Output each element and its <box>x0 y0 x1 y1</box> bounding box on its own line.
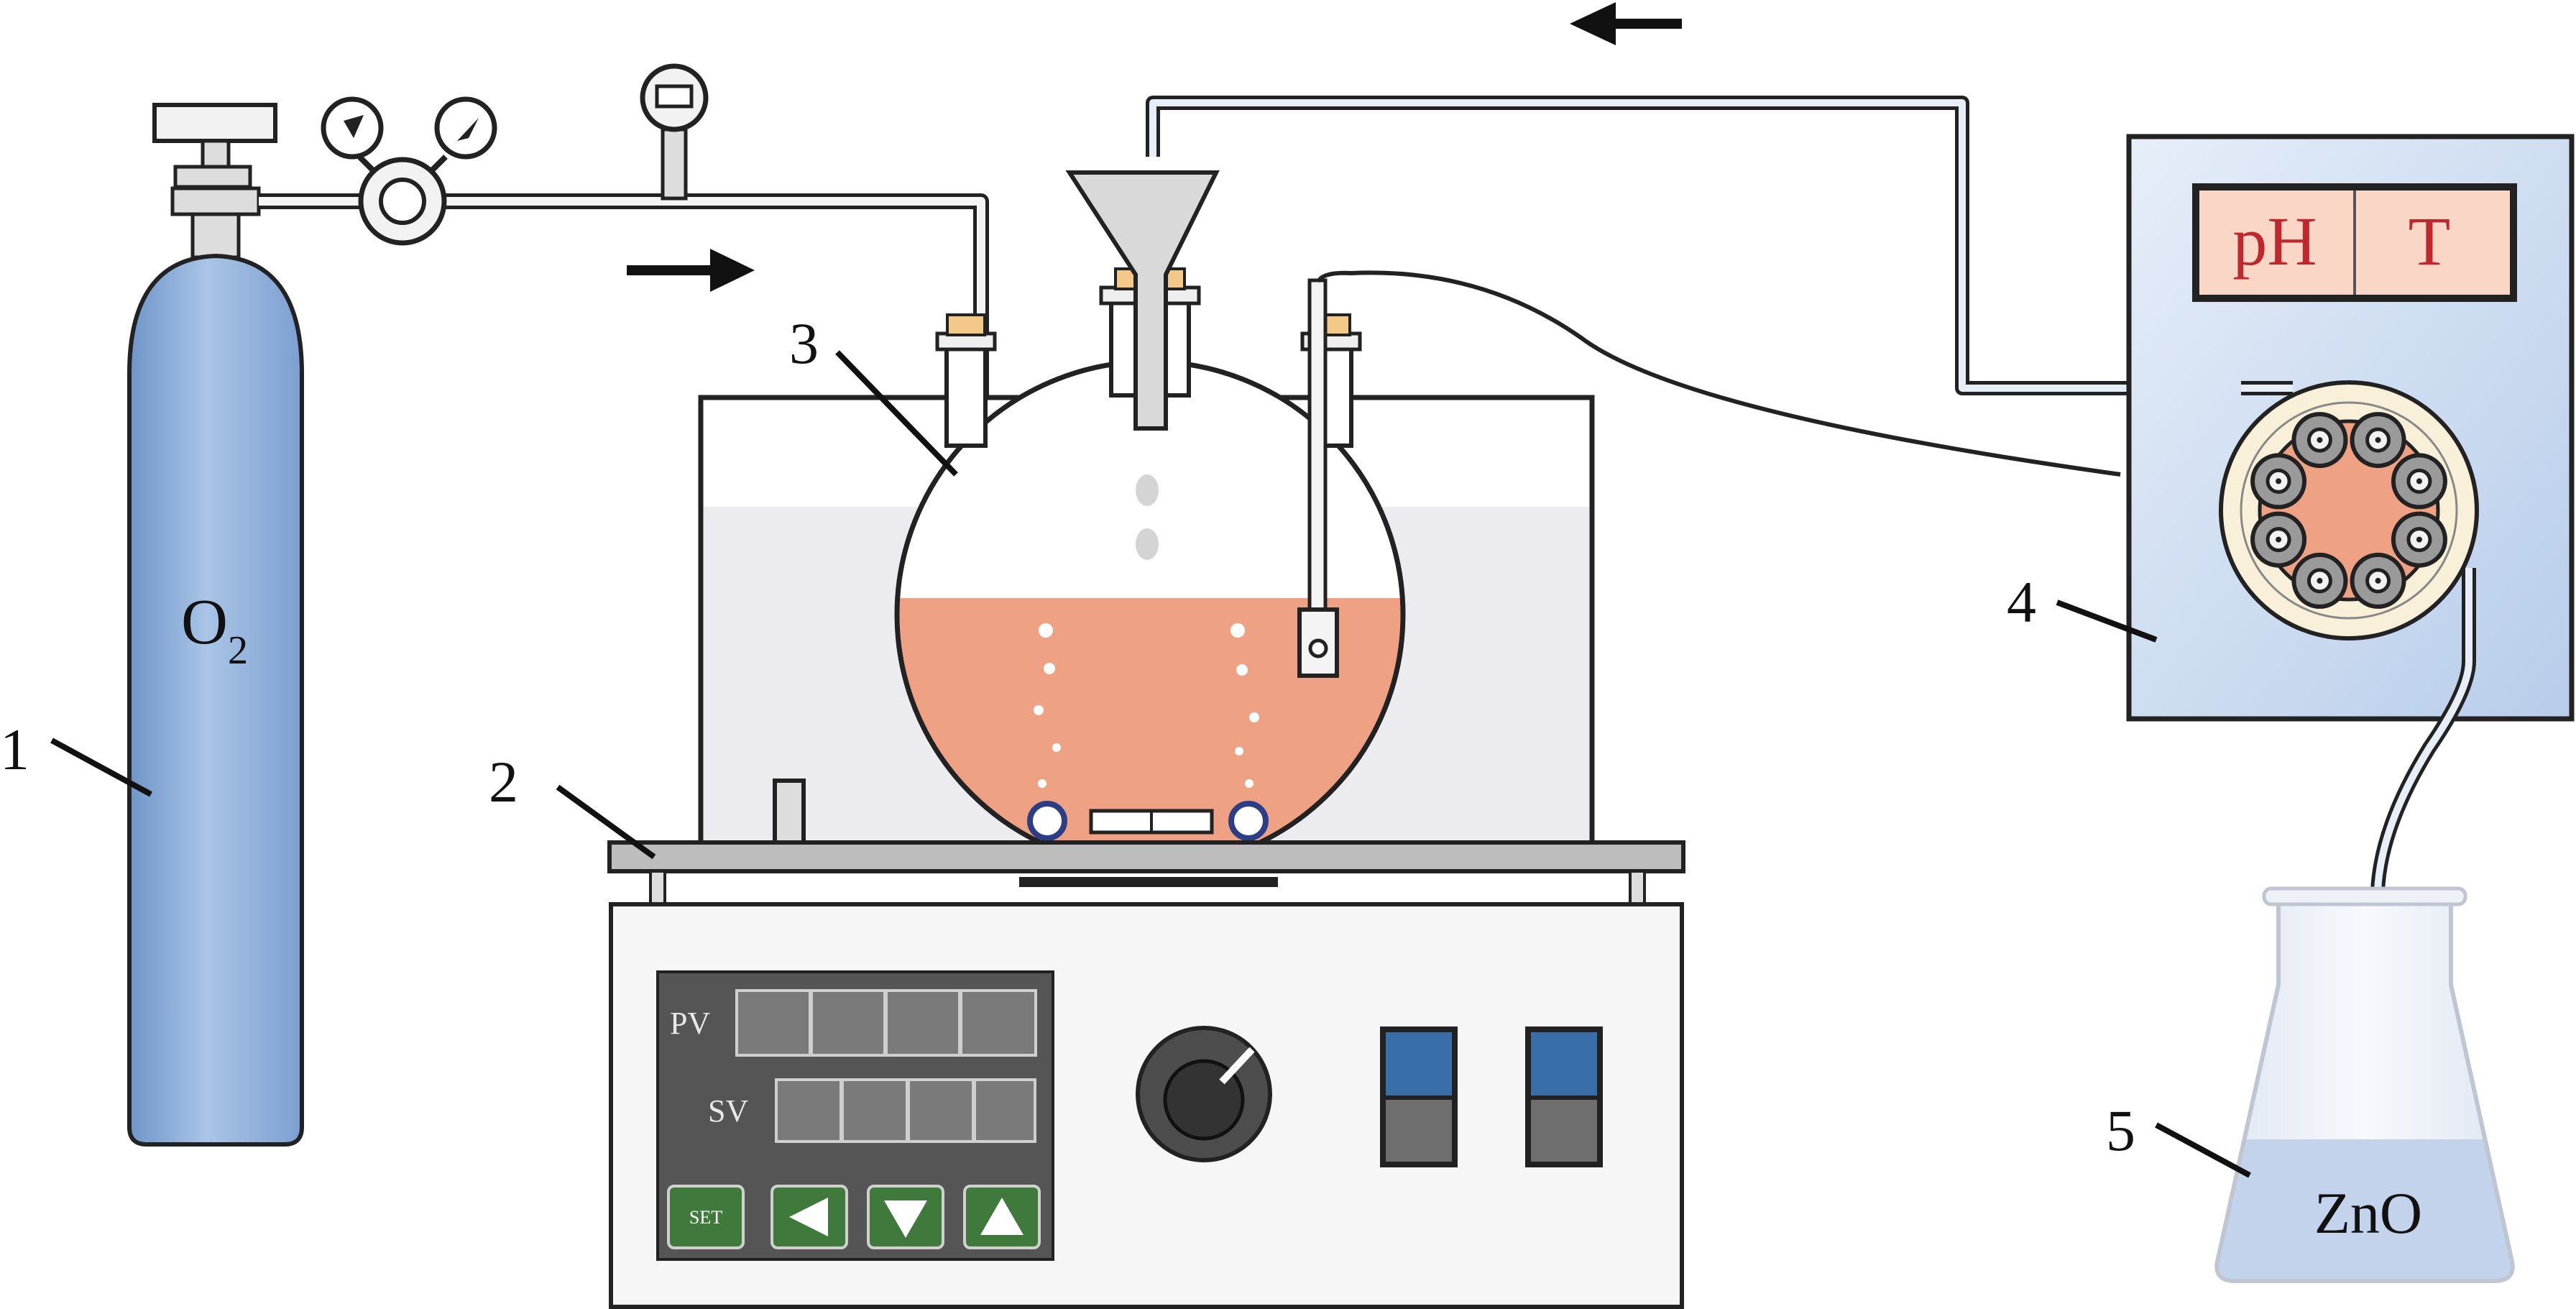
sv-label: SV <box>708 1093 748 1129</box>
pump-roller-pin <box>2276 478 2282 484</box>
label-5: 5 <box>2106 1098 2135 1163</box>
reaction-flask <box>894 170 1406 871</box>
triangle-down-icon <box>884 1200 927 1238</box>
cylinder-valve <box>170 186 261 216</box>
cylinder-valve-handle <box>152 103 277 143</box>
return-line <box>1146 96 2241 395</box>
arrow-left-icon <box>1570 2 1682 45</box>
svg-text:SET: SET <box>689 1207 722 1228</box>
gas-inlet-ring-right <box>1228 801 1269 841</box>
gas-inlet-ring-left <box>1027 801 1067 841</box>
arrow-right-icon <box>627 249 755 292</box>
pump-roller-pin <box>2317 437 2323 444</box>
beaker-content-label: ZnO <box>2314 1180 2422 1246</box>
cylinder-gas-label: O2 <box>181 587 248 673</box>
ph-readout-label: pH <box>2232 203 2317 280</box>
pump-rollers <box>2250 412 2447 609</box>
ph-controller-pump: pH T <box>2126 134 2575 1158</box>
down-button[interactable] <box>867 1185 944 1249</box>
funnel <box>1065 170 1220 431</box>
flow-meter <box>640 63 709 201</box>
stirrer-top-plate <box>607 840 1685 873</box>
flask-neck-left <box>944 336 988 448</box>
pump-rotor <box>2258 419 2440 602</box>
pv-display <box>735 989 1037 1057</box>
label-3: 3 <box>789 311 819 376</box>
component-labels: 1 2 3 4 5 <box>0 311 2251 1178</box>
sv-display <box>775 1078 1036 1143</box>
erlenmeyer-flask: ZnO <box>2214 886 2515 1283</box>
label-1: 1 <box>0 717 29 782</box>
cylinder-body <box>127 253 304 1147</box>
pv-label: PV <box>670 1006 710 1041</box>
pump-roller-pin <box>2416 536 2422 543</box>
pump-roller-pin <box>2276 536 2282 543</box>
pump-roller-pin <box>2317 577 2323 584</box>
triangle-up-icon <box>980 1198 1024 1235</box>
drop <box>1136 474 1159 506</box>
pressure-regulator <box>321 96 497 246</box>
triangle-left-icon <box>789 1198 828 1236</box>
power-switch-2[interactable] <box>1525 1026 1603 1167</box>
stopper-left <box>946 313 986 336</box>
pump-roller-pin <box>2375 577 2381 584</box>
gas-bubbles <box>1034 623 1259 788</box>
speed-knob[interactable] <box>1136 1026 1272 1162</box>
power-switch-1[interactable] <box>1380 1026 1458 1167</box>
set-button[interactable]: SET <box>667 1185 745 1249</box>
left-button[interactable] <box>770 1185 848 1249</box>
label-4: 4 <box>2007 569 2036 635</box>
pump-roller-pin <box>2416 478 2422 484</box>
magnetic-stirrer: PV SV SET <box>607 778 1685 1309</box>
temperature-readout-label: T <box>2409 203 2451 280</box>
beaker-liquid <box>2217 1139 2513 1281</box>
pump-roller-pin <box>2375 437 2381 444</box>
up-button[interactable] <box>963 1185 1041 1249</box>
drop <box>1136 528 1159 560</box>
pressure-gauge-right <box>434 96 497 160</box>
label-2: 2 <box>489 749 518 814</box>
oxygen-cylinder: O2 <box>127 103 304 1147</box>
probe-cable <box>1316 270 2121 477</box>
